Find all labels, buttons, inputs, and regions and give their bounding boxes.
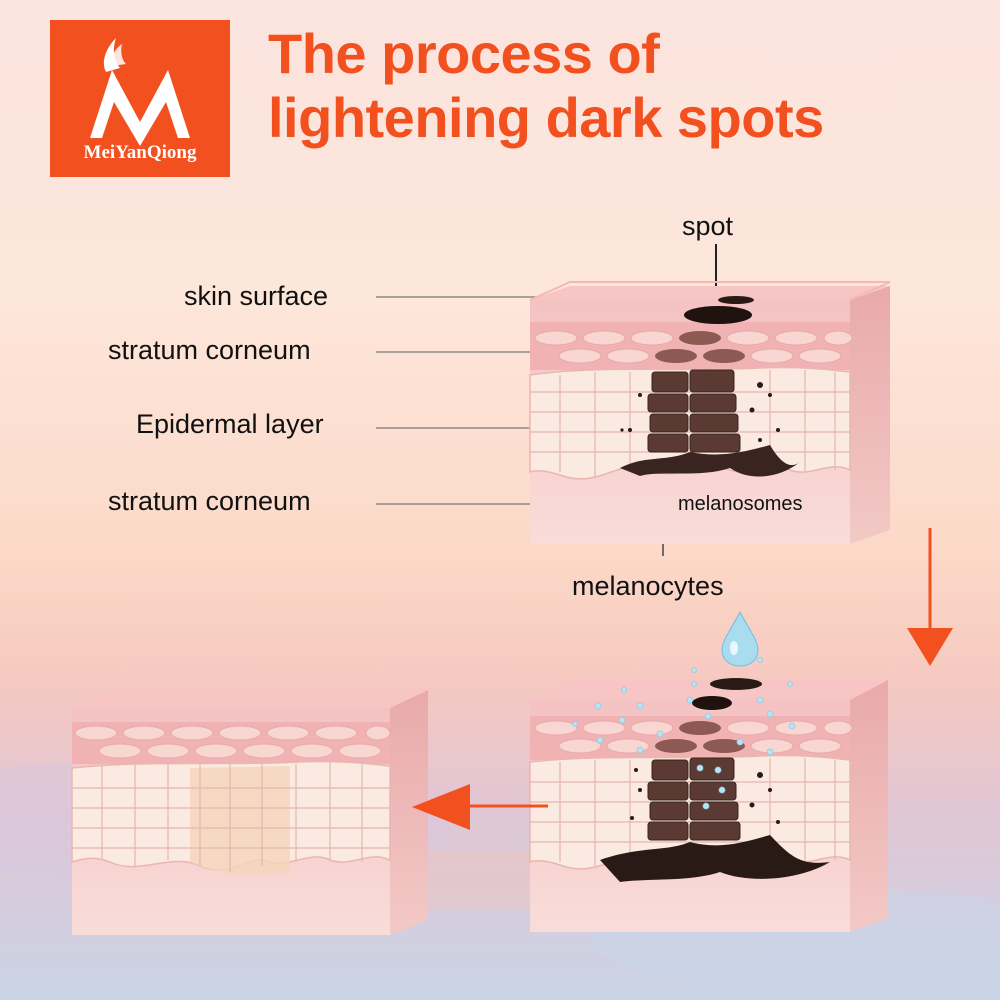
arrow-left-icon bbox=[412, 784, 548, 830]
skin-block-before bbox=[529, 281, 891, 544]
water-drop-icon bbox=[721, 610, 759, 667]
skin-block-treatment bbox=[529, 657, 888, 932]
page-title: The process of lightening dark spots bbox=[268, 22, 988, 150]
brand-logo: MeiYanQiong bbox=[50, 20, 230, 177]
label-spot: spot bbox=[682, 211, 734, 241]
label-skin-surface: skin surface bbox=[184, 281, 329, 311]
label-stratum-corneum-lower: stratum corneum bbox=[108, 486, 311, 516]
label-stratum-corneum-upper: stratum corneum bbox=[108, 335, 311, 365]
skin-block-after bbox=[71, 690, 428, 935]
label-epidermal-layer: Epidermal layer bbox=[136, 409, 324, 439]
logo-mark-icon bbox=[90, 38, 190, 146]
logo-text: MeiYanQiong bbox=[83, 142, 197, 163]
label-melanocytes: melanocytes bbox=[572, 571, 724, 601]
title-line-2: lightening dark spots bbox=[268, 86, 824, 149]
arrow-down-icon bbox=[907, 528, 953, 666]
title-line-1: The process of bbox=[268, 22, 660, 85]
label-melanosomes: melanosomes bbox=[678, 493, 803, 515]
